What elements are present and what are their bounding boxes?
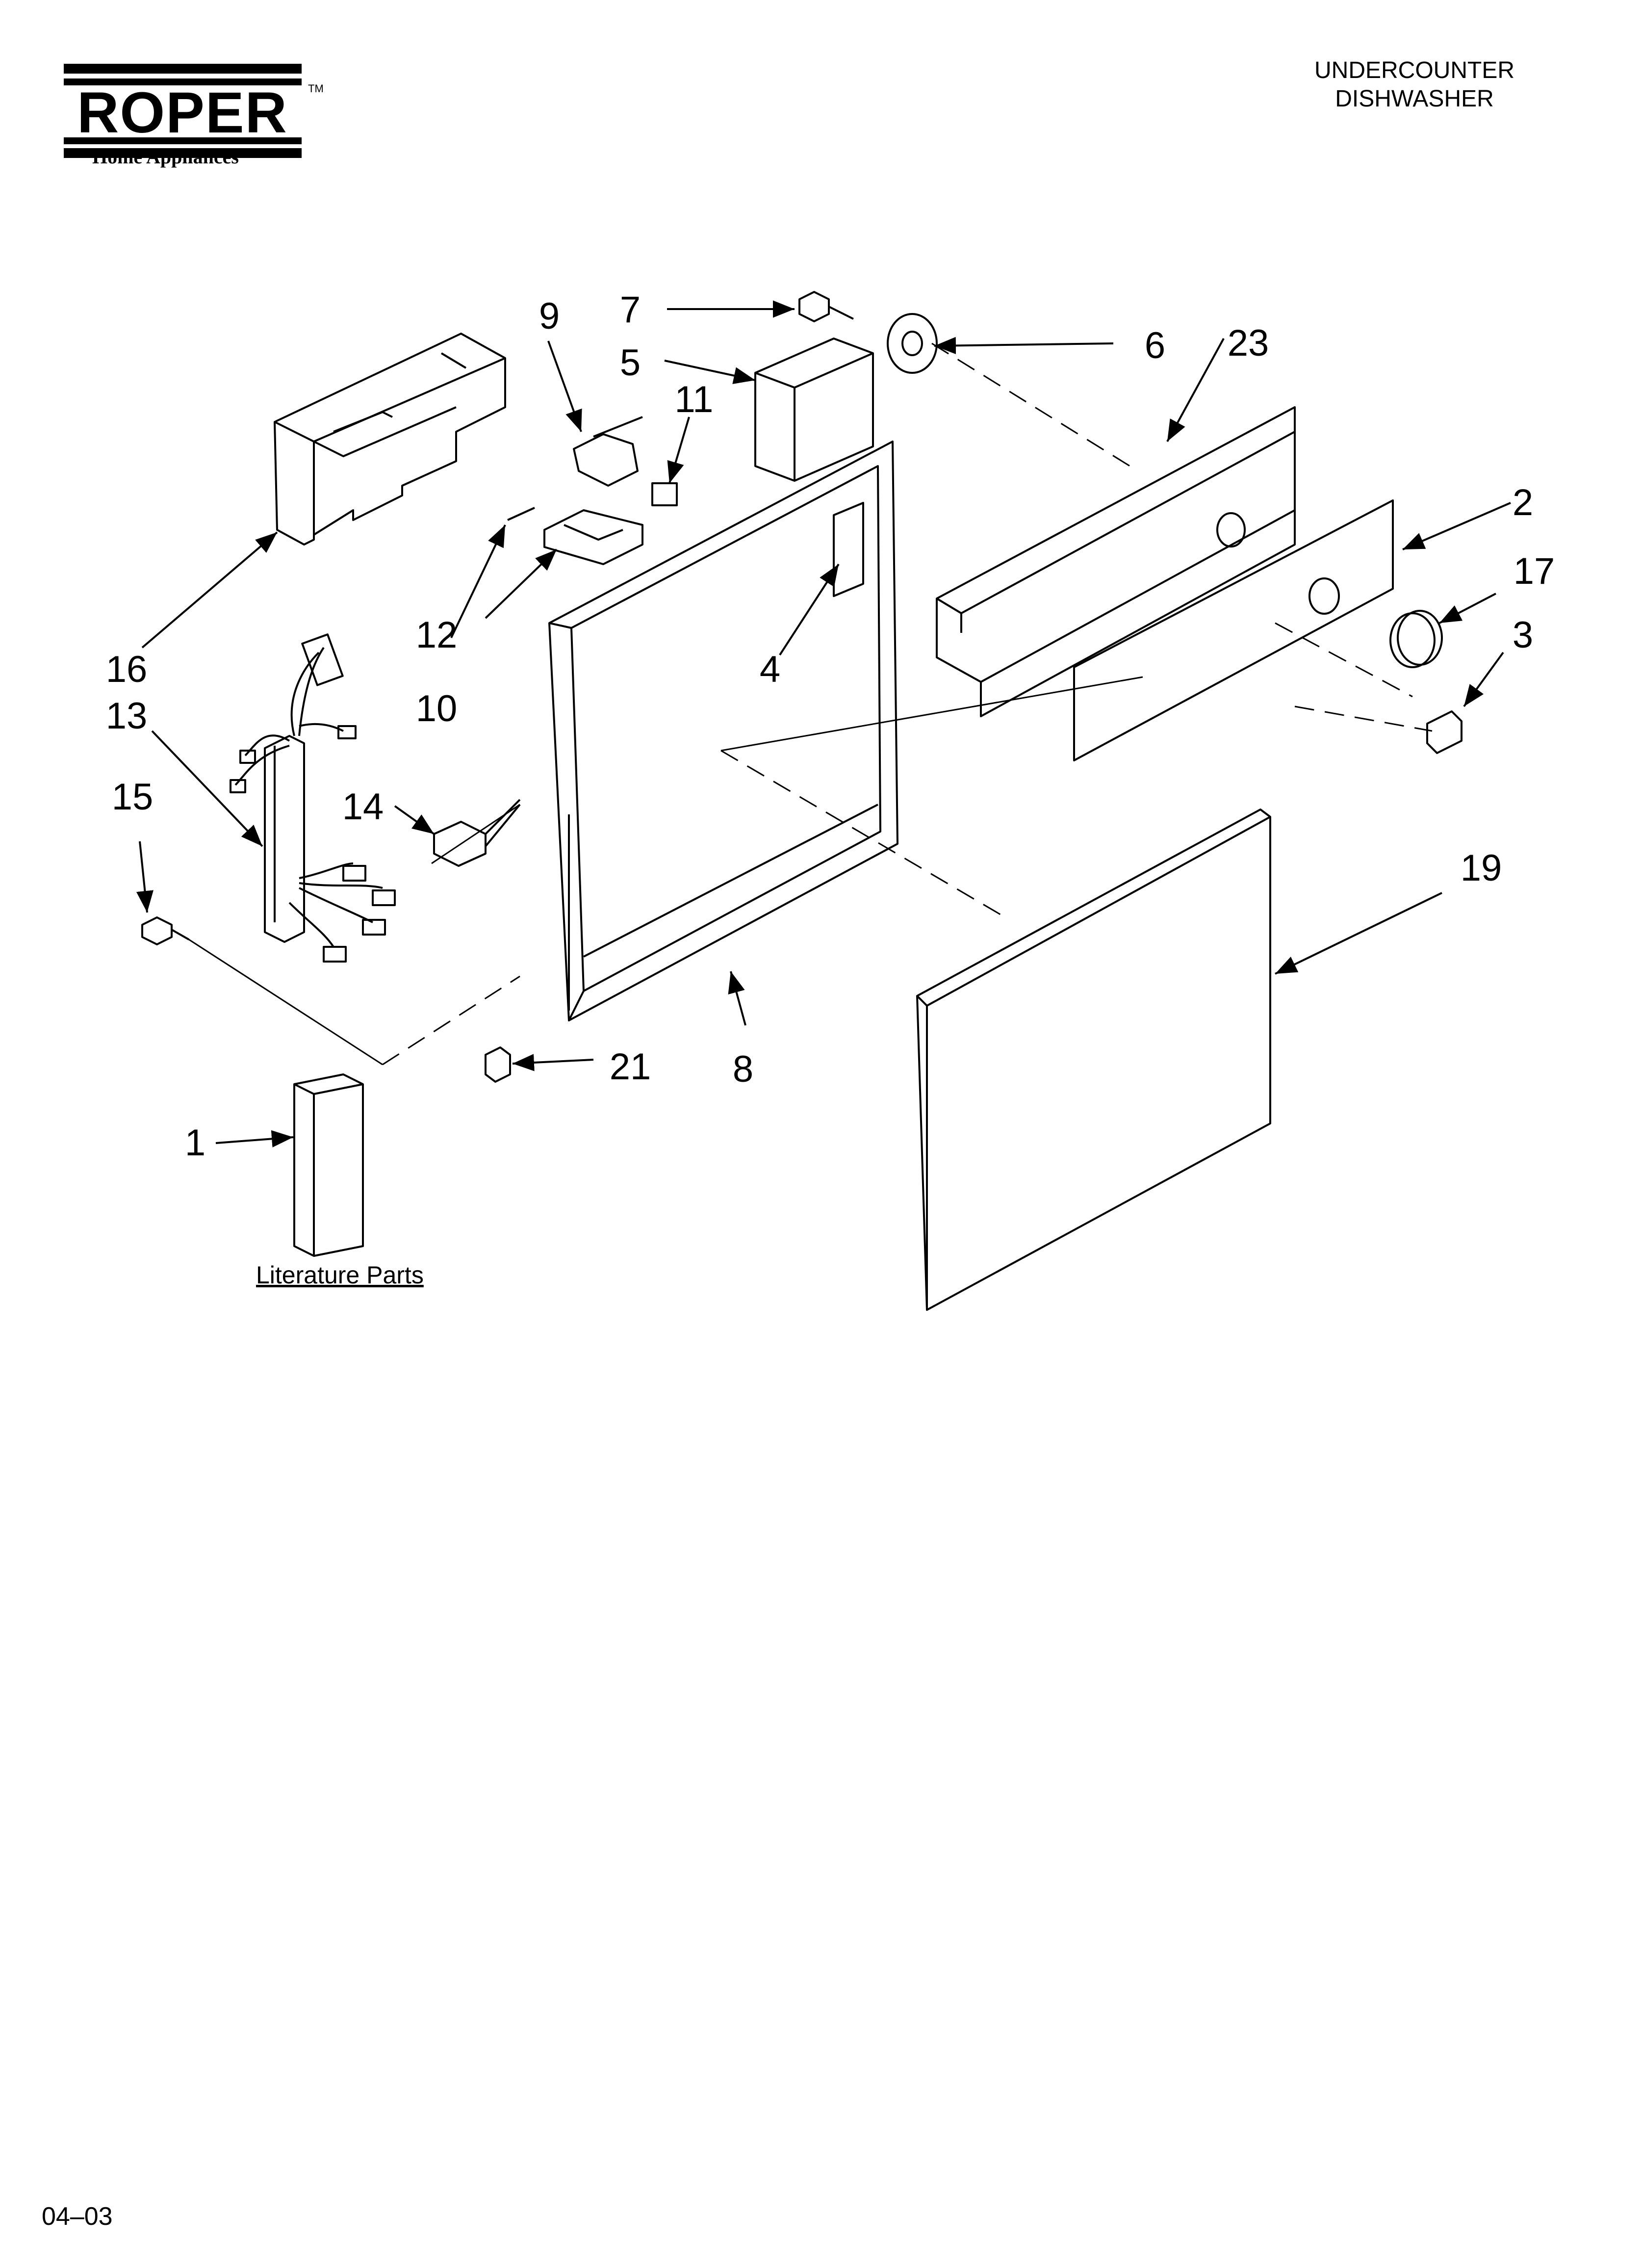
part-19-door-panel [916, 808, 1271, 1311]
part-15-screw [141, 916, 189, 945]
part-10-bracket [543, 509, 643, 565]
callout-11: 11 [674, 379, 714, 420]
part-1-literature [293, 1073, 364, 1257]
callout-1: 1 [184, 1122, 206, 1164]
part-7-screw [798, 291, 854, 322]
brand-subtitle: Home Appliances [92, 146, 239, 168]
callout-13: 13 [105, 695, 148, 737]
part-4-bracket [833, 502, 864, 597]
footer-code: 04–03 [42, 2202, 113, 2231]
callout-10: 10 [415, 688, 458, 730]
part-21-clip [485, 1046, 511, 1083]
callout-9: 9 [539, 295, 560, 337]
callout-19: 19 [1460, 847, 1502, 889]
part-23-control-panel [936, 406, 1296, 717]
callout-8: 8 [732, 1048, 754, 1090]
callout-12: 12 [415, 614, 458, 656]
part-2-overlay [1073, 499, 1394, 761]
title-line-1: UNDERCOUNTER [1314, 57, 1514, 83]
callout-3: 3 [1512, 614, 1534, 656]
callout-16: 16 [105, 649, 148, 690]
part-16-cover [274, 333, 506, 546]
part-17-knob [1389, 610, 1443, 668]
callout-4: 4 [759, 649, 781, 690]
roper-logo: ROPER TM [64, 64, 324, 158]
callout-6: 6 [1144, 325, 1166, 366]
part-12-pin [507, 507, 535, 521]
part-5-timer [754, 338, 874, 482]
svg-text:ROPER: ROPER [77, 80, 288, 145]
part-11-plug [651, 482, 678, 506]
literature-parts-label: Literature Parts [256, 1261, 424, 1289]
part-3-clip [1426, 710, 1462, 754]
part-13-wire-harness [230, 633, 396, 963]
callout-17: 17 [1513, 550, 1555, 592]
callout-15: 15 [111, 776, 154, 818]
part-8-frame [548, 441, 898, 1021]
svg-text:TM: TM [308, 82, 324, 95]
callout-23: 23 [1227, 322, 1269, 364]
callout-21: 21 [609, 1046, 651, 1088]
title-line-2: DISHWASHER [1335, 85, 1494, 112]
callout-14: 14 [342, 786, 384, 828]
callout-2: 2 [1512, 482, 1534, 523]
part-9-switch [573, 416, 643, 487]
callout-7: 7 [619, 289, 641, 331]
callout-5: 5 [619, 342, 641, 384]
part-6-knob [887, 313, 938, 374]
page-title: UNDERCOUNTER DISHWASHER [1314, 56, 1514, 113]
